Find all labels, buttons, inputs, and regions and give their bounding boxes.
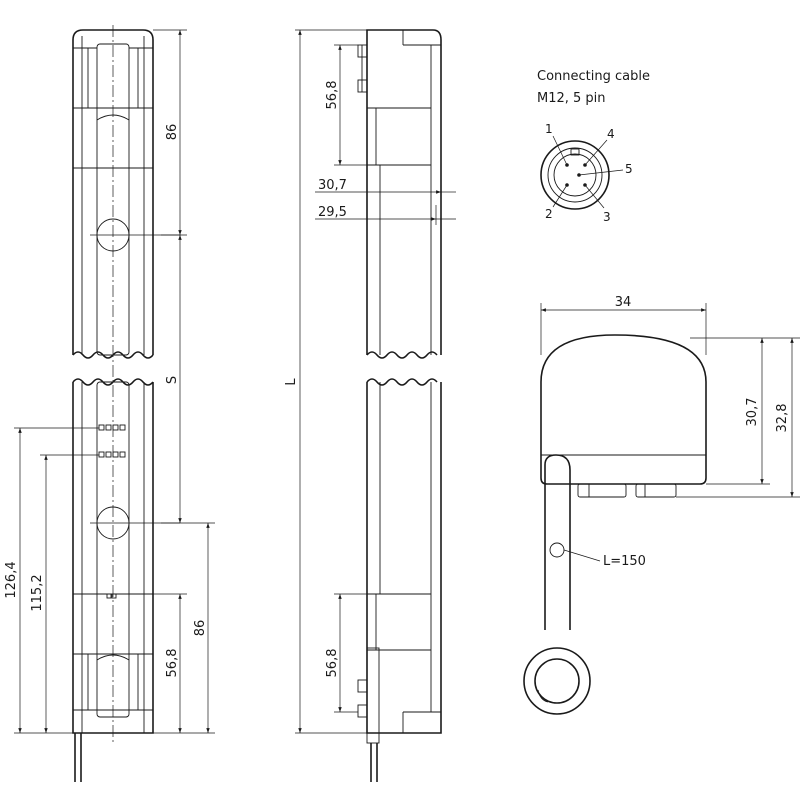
dim-30-7-side: 30,7 (318, 178, 347, 193)
pin-label-2: 2 (545, 207, 553, 221)
cable-length-label: L=150 (603, 554, 646, 569)
led-row-2 (98, 451, 126, 458)
dim-34: 34 (615, 295, 632, 310)
front-view: 86 S 56,8 86 126,4 115,2 (4, 25, 215, 782)
side-view: L 56,8 56,8 30,7 29,5 (284, 29, 456, 782)
dim-86-bottom: 86 (193, 620, 208, 637)
dim-115-2: 115,2 (30, 574, 45, 611)
dim-86-top: 86 (165, 124, 180, 141)
dim-56-8-front: 56,8 (165, 649, 180, 678)
dim-s: S (165, 376, 180, 384)
connector-detail: Connecting cable M12, 5 pin 1 4 5 2 3 (537, 69, 650, 224)
dim-126-4: 126,4 (4, 561, 19, 598)
pin-label-1: 1 (545, 122, 553, 136)
dim-30-7-section: 30,7 (745, 398, 760, 427)
dim-32-8-section: 32,8 (775, 404, 790, 433)
dim-29-5-side: 29,5 (318, 205, 347, 220)
pin-label-5: 5 (625, 162, 633, 176)
pin-label-4: 4 (607, 127, 615, 141)
led-row-1 (98, 424, 126, 431)
connector-title-line1: Connecting cable (537, 69, 650, 84)
connector-title-line2: M12, 5 pin (537, 91, 606, 106)
dim-l: L (284, 378, 299, 386)
dim-56-8-side-top: 56,8 (325, 81, 340, 110)
cross-section-view: L=150 34 30,7 32,8 (523, 295, 800, 715)
led-small (106, 593, 117, 599)
dim-56-8-side-bottom: 56,8 (325, 649, 340, 678)
pin-label-3: 3 (603, 210, 611, 224)
